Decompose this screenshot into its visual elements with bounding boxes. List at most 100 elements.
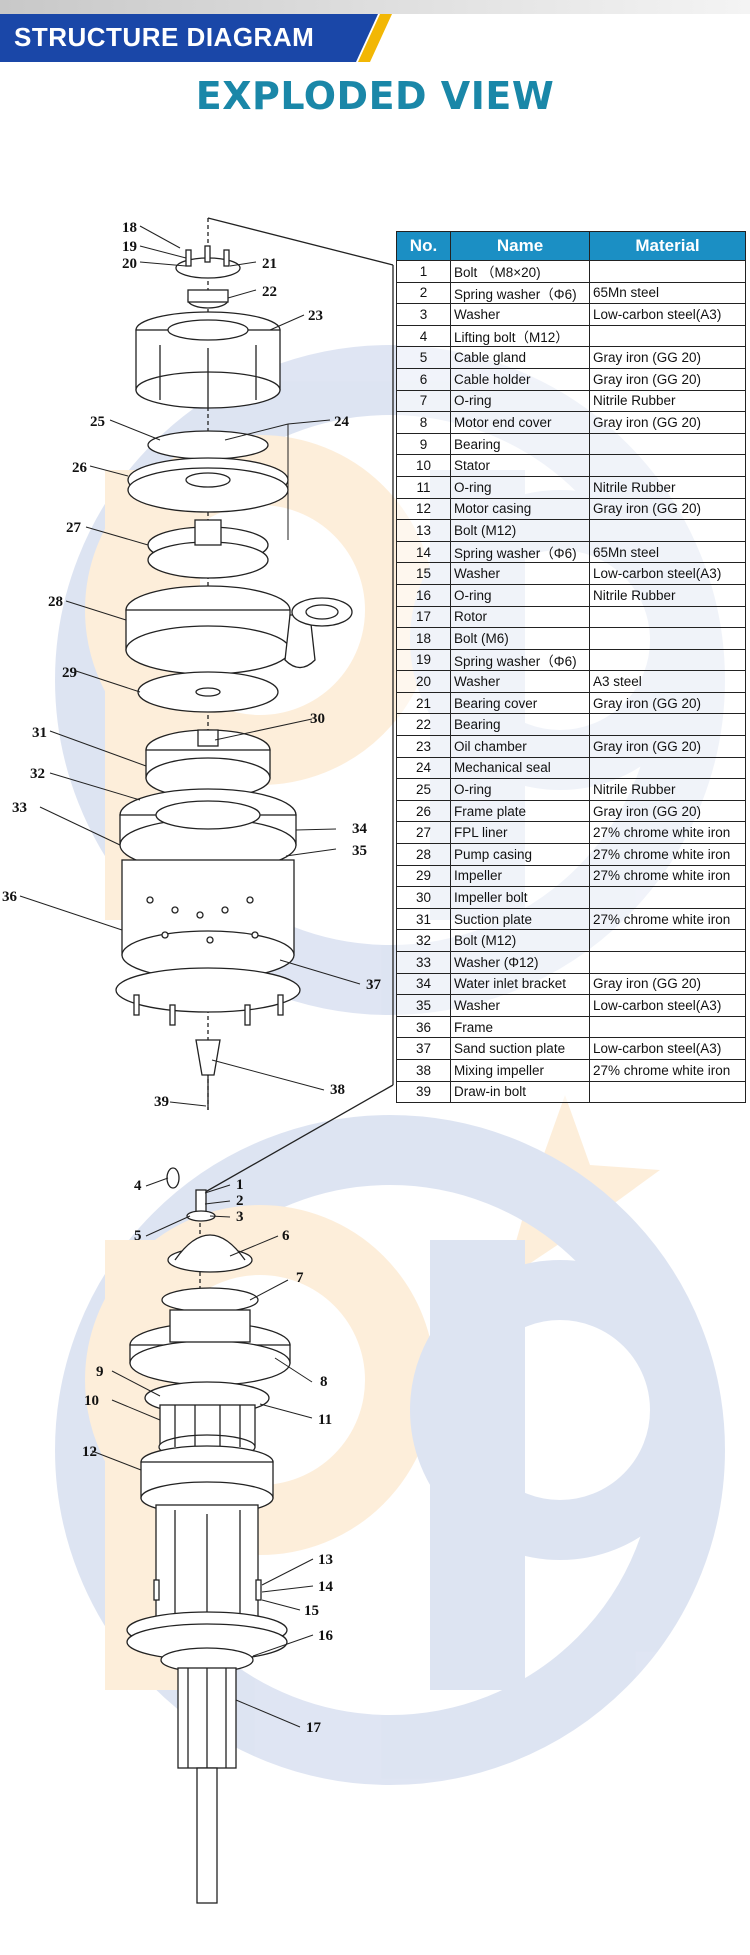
- callout-33: 33: [12, 800, 27, 816]
- cell-no: 38: [396, 1058, 451, 1082]
- oil-chamber-part: [135, 311, 281, 409]
- cell-no: 17: [396, 605, 451, 629]
- cell-name: Impeller: [450, 864, 590, 888]
- callout-22: 22: [262, 284, 277, 300]
- cell-no: 7: [396, 389, 451, 413]
- callout-6: 6: [282, 1228, 290, 1244]
- cell-no: 36: [396, 1015, 451, 1039]
- cell-no: 28: [396, 843, 451, 866]
- cell-material: [589, 929, 746, 952]
- cell-no: 12: [396, 497, 451, 521]
- cell-material: [589, 713, 746, 737]
- cell-material: Low-carbon steel(A3): [589, 994, 746, 1017]
- cell-name: Sand suction plate: [450, 1037, 590, 1060]
- callout-23: 23: [308, 308, 323, 324]
- callout-24: 24: [334, 414, 350, 430]
- callout-3: 3: [236, 1209, 244, 1225]
- cell-name: Pump casing: [450, 843, 590, 866]
- cell-name: Spring washer（Φ6): [450, 648, 590, 672]
- callout-34: 34: [352, 821, 368, 837]
- cell-name: Bearing: [450, 713, 590, 737]
- cell-material: [589, 260, 746, 283]
- cell-no: 25: [396, 778, 451, 801]
- cell-material: Gray iron (GG 20): [589, 367, 746, 391]
- cell-name: Frame plate: [450, 799, 590, 823]
- cell-name: Washer: [450, 303, 590, 326]
- callout-16: 16: [318, 1628, 334, 1644]
- cell-name: Motor casing: [450, 497, 590, 521]
- impeller-part: [137, 671, 279, 713]
- motor-end-cover-part: [129, 1287, 291, 1386]
- cell-no: 39: [396, 1080, 451, 1104]
- cell-no: 19: [396, 648, 451, 672]
- callout-19: 19: [122, 239, 137, 255]
- callout-32: 32: [30, 766, 45, 782]
- callout-20: 20: [122, 256, 137, 272]
- cell-name: Impeller bolt: [450, 886, 590, 909]
- cell-no: 26: [396, 799, 451, 823]
- callout-12: 12: [82, 1444, 97, 1460]
- cell-name: Cable holder: [450, 367, 590, 391]
- callout-9: 9: [96, 1364, 104, 1380]
- cell-name: Bolt (M12): [450, 929, 590, 952]
- cell-no: 10: [396, 454, 451, 477]
- o-ring-part: [147, 430, 269, 460]
- cell-no: 3: [396, 303, 451, 326]
- cell-material: 27% chrome white iron: [589, 864, 746, 888]
- callout-5: 5: [134, 1228, 142, 1244]
- callout-35: 35: [352, 843, 367, 859]
- cell-material: A3 steel: [589, 670, 746, 693]
- cell-material: [589, 454, 746, 477]
- cell-name: Bearing cover: [450, 691, 590, 715]
- cell-name: Oil chamber: [450, 735, 590, 758]
- cell-name: Washer: [450, 670, 590, 693]
- callout-37: 37: [366, 977, 382, 993]
- cell-name: Frame: [450, 1015, 590, 1039]
- callout-11: 11: [318, 1412, 332, 1428]
- cell-name: O-ring: [450, 583, 590, 607]
- callout-31: 31: [32, 725, 47, 741]
- cell-material: [589, 432, 746, 456]
- cell-material: Low-carbon steel(A3): [589, 562, 746, 585]
- header-material: Material: [589, 231, 746, 261]
- cell-material: Nitrile Rubber: [589, 778, 746, 801]
- cell-no: 22: [396, 713, 451, 737]
- cell-name: Mixing impeller: [450, 1058, 590, 1082]
- cell-no: 1: [396, 260, 451, 283]
- callout-25: 25: [90, 414, 105, 430]
- cell-material: Low-carbon steel(A3): [589, 303, 746, 326]
- fpl-liner-part: [147, 519, 269, 579]
- cell-material: Gray iron (GG 20): [589, 497, 746, 521]
- cell-name: Bolt (M6): [450, 627, 590, 650]
- suction-plate-part: [145, 729, 271, 799]
- cell-no: 13: [396, 519, 451, 542]
- cell-no: 24: [396, 756, 451, 780]
- cell-name: O-ring: [450, 475, 590, 499]
- cell-no: 8: [396, 411, 451, 434]
- cell-name: Washer (Φ12): [450, 951, 590, 974]
- cell-name: Bolt (M12): [450, 519, 590, 542]
- mixing-impeller-part: [195, 1039, 221, 1110]
- cell-name: Cable gland: [450, 346, 590, 369]
- callout-27: 27: [66, 520, 82, 536]
- cell-material: 27% chrome white iron: [589, 907, 746, 931]
- cell-material: 65Mn steel: [589, 281, 746, 305]
- water-inlet-bracket-part: [115, 788, 301, 1026]
- cell-no: 20: [396, 670, 451, 693]
- callout-8: 8: [320, 1374, 328, 1390]
